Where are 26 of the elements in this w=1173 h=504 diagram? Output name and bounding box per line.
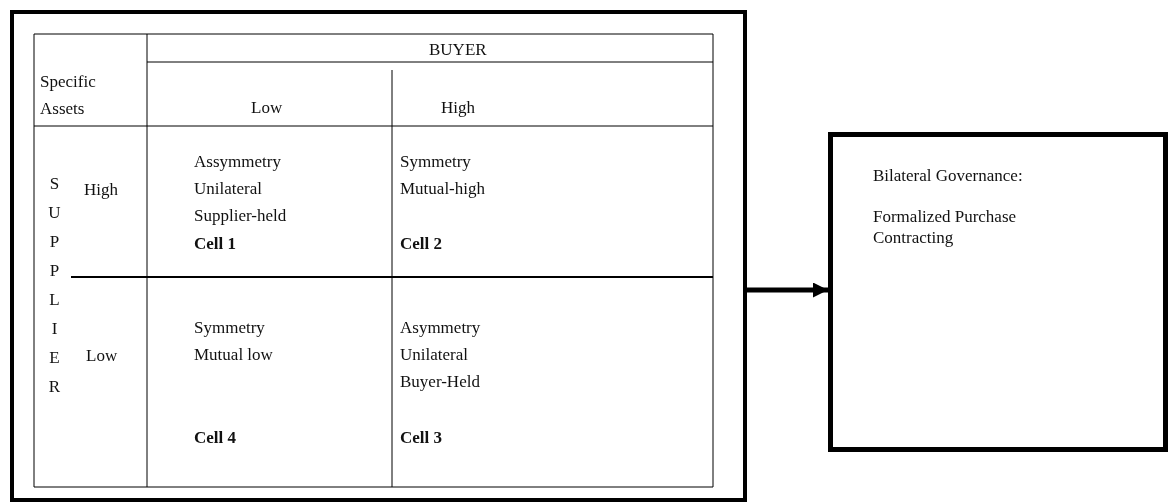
node-text: Bilateral Governance: <box>873 165 1024 186</box>
cell-text: Mutual-high <box>400 179 485 199</box>
cell-text: Mutual low <box>194 345 273 365</box>
cell-text: Assymmetry <box>194 152 281 172</box>
cell-text: Symmetry <box>400 152 471 172</box>
cell-text: Asymmetry <box>400 318 481 338</box>
cell-text: Supplier-held <box>194 206 287 226</box>
cell-text: Unilateral <box>194 179 262 199</box>
column-header: High <box>441 98 475 118</box>
axis-title: Specific Assets <box>40 71 97 120</box>
column-header: Low <box>251 98 283 118</box>
frame-box <box>10 10 747 502</box>
cell-number: Cell 1 <box>194 234 237 254</box>
row-header: Low <box>86 346 118 366</box>
cell-number: Cell 2 <box>400 234 443 254</box>
row-header: SUPPLIER <box>46 174 63 406</box>
cell-text: Symmetry <box>194 318 265 338</box>
cell-text: Unilateral <box>400 345 468 365</box>
governance-box <box>828 132 1168 452</box>
column-header: BUYER <box>429 40 487 60</box>
cell-text: Buyer-Held <box>400 372 480 392</box>
arrow <box>747 282 828 298</box>
row-header: High <box>84 180 118 200</box>
cell-number: Cell 3 <box>400 428 443 448</box>
node-text: Formalized Purchase Contracting <box>873 206 1018 248</box>
cell-number: Cell 4 <box>194 428 237 448</box>
